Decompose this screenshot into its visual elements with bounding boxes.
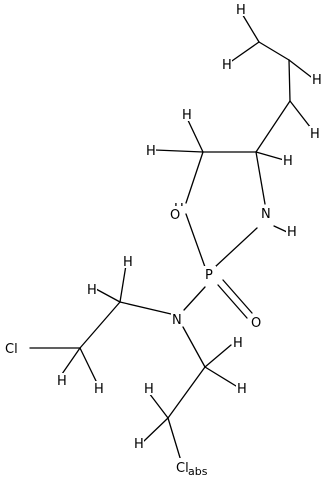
atom-label: H (310, 127, 320, 142)
atom-label: H (94, 382, 104, 397)
bond (288, 59, 291, 102)
bond (288, 59, 316, 81)
bond (185, 213, 206, 268)
atom-label: H (233, 336, 243, 351)
atom-label: Cl (5, 342, 18, 357)
bond (167, 417, 182, 462)
bond (119, 301, 172, 315)
bond (61, 347, 81, 375)
atom-label: H (123, 255, 133, 270)
atom-layer: H H H H H H H H O N H P O N H H Cl (4, 2, 322, 478)
bond (154, 149, 204, 153)
bond (204, 366, 237, 387)
atom-label: Cl (176, 461, 189, 476)
atom-label: H (222, 58, 232, 73)
bond (255, 151, 266, 205)
bond (214, 227, 258, 268)
atom-label: H (237, 382, 247, 397)
bond (79, 347, 98, 384)
atom-label: H (134, 437, 144, 452)
bond (167, 366, 206, 419)
abs-label: abs (188, 465, 208, 478)
atom-label: H (312, 73, 322, 88)
bond (240, 11, 260, 43)
bond (273, 225, 288, 233)
atom-label: H (287, 225, 297, 240)
atom-label: H (236, 3, 246, 18)
bond (185, 115, 204, 153)
bond (79, 301, 121, 349)
bond (95, 288, 121, 303)
bond (255, 100, 291, 153)
bond (258, 41, 290, 61)
bond (228, 41, 260, 64)
atom-label: H (87, 283, 97, 298)
atom-label: H (144, 382, 154, 397)
bond (222, 279, 253, 314)
bond (204, 344, 232, 368)
bond-layer (29, 11, 316, 462)
bond (217, 284, 248, 319)
atom-label: N (261, 207, 271, 222)
bond (119, 264, 127, 303)
atom-label: N (172, 313, 182, 328)
bond (185, 151, 204, 204)
atom-label: H (146, 144, 156, 159)
atom-label: H (182, 108, 192, 123)
bond (143, 417, 169, 442)
atom-label: O (251, 316, 261, 331)
atom-label: O (170, 208, 180, 223)
atom-label: H (57, 374, 67, 389)
bond (255, 151, 285, 161)
atom-label: P (205, 268, 213, 283)
bond (183, 286, 206, 311)
bond (148, 392, 169, 419)
atom-label: H (283, 154, 293, 169)
bond (182, 326, 206, 368)
